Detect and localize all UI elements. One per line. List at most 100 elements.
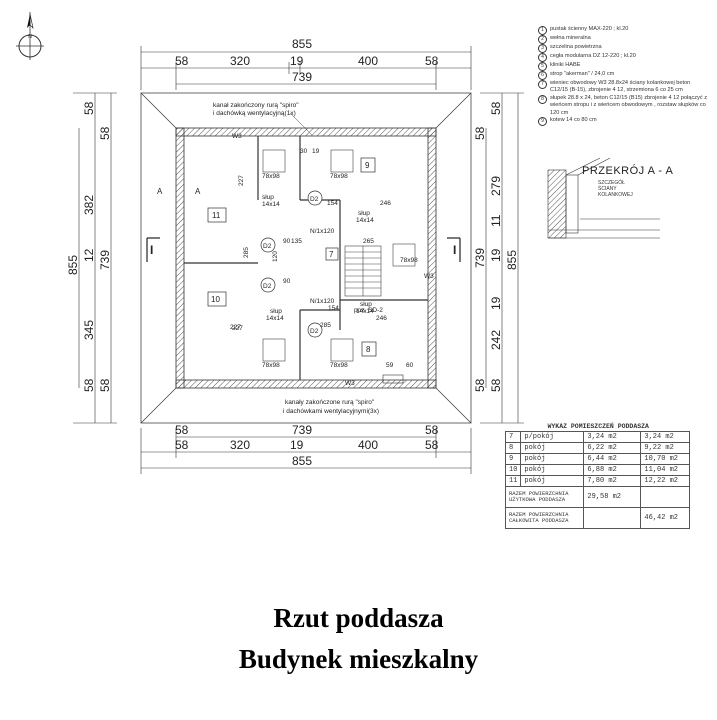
svg-text:227: 227	[232, 325, 243, 332]
svg-text:285: 285	[243, 247, 250, 258]
room-number-markers	[207, 157, 377, 357]
svg-text:19: 19	[290, 438, 304, 452]
top-dimension-lines	[140, 46, 472, 90]
section-mark: I	[150, 243, 153, 257]
roof-window-size: 78x98	[400, 257, 418, 264]
sum-usable-value: 29,58 m2	[583, 486, 642, 508]
room-number: 11	[212, 211, 221, 220]
lintel-label: N/1x120	[310, 228, 335, 235]
vent-label: i dachówkami wentylacyjnymi(3x)	[283, 408, 379, 415]
svg-text:246: 246	[380, 200, 391, 207]
dim-bottom-inner: 739	[292, 423, 312, 437]
svg-text:12: 12	[82, 248, 96, 262]
section-mark: I	[453, 243, 456, 257]
column-size: 14x14	[356, 308, 374, 315]
svg-text:382: 382	[82, 195, 96, 215]
wall-mark: W3	[424, 273, 434, 280]
svg-text:90: 90	[283, 238, 291, 245]
lintel-label: N/1x120	[310, 298, 335, 305]
wall-mark: W3	[232, 133, 242, 140]
staircase	[344, 245, 382, 297]
sum-total-value: 46,42 m2	[640, 507, 691, 529]
door-label: D2	[310, 196, 319, 203]
svg-text:58: 58	[425, 438, 439, 452]
column-label: słup	[270, 308, 282, 315]
door-markers	[260, 190, 323, 338]
compass-north-arrow: N	[16, 12, 44, 60]
svg-text:242: 242	[489, 330, 503, 350]
drawing-title: Rzut poddasza	[273, 603, 444, 633]
svg-text:400: 400	[358, 54, 378, 68]
door-label: D2	[263, 283, 272, 290]
svg-text:58: 58	[489, 378, 503, 392]
svg-text:154: 154	[328, 305, 339, 312]
svg-text:60: 60	[406, 362, 414, 369]
door-label: D2	[263, 243, 272, 250]
bottom-dimension-lines	[140, 428, 472, 474]
room-number: 7	[329, 250, 334, 259]
dim-bottom-total: 855	[292, 454, 312, 468]
svg-text:320: 320	[230, 438, 250, 452]
roof-window-labels: 78x98 78x98 78x98 78x98 78x98	[262, 173, 418, 369]
section-detail-drawing	[547, 157, 660, 239]
svg-text:58: 58	[175, 54, 189, 68]
svg-text:135: 135	[291, 238, 302, 245]
svg-text:19: 19	[489, 296, 503, 310]
svg-text:19: 19	[312, 148, 320, 155]
room-table-header: WYKAZ POMIESZCZEŃ PODDASZA	[547, 422, 649, 430]
svg-text:11: 11	[489, 214, 503, 227]
column-label: słup	[358, 210, 370, 217]
door-label: D2	[310, 328, 319, 335]
dim-right-inner: 739	[473, 248, 487, 268]
svg-text:90: 90	[283, 278, 291, 285]
section-markers	[146, 237, 461, 262]
svg-text:58: 58	[473, 126, 487, 140]
column-size: 14x14	[266, 315, 284, 322]
column-label: słup	[360, 301, 372, 308]
svg-text:246: 246	[376, 315, 387, 322]
svg-text:59: 59	[386, 362, 394, 369]
drawing-subtitle: Budynek mieszkalny	[238, 644, 479, 674]
roof-window-size: 78x98	[330, 362, 348, 369]
column-size: 14x14	[262, 201, 280, 208]
column-label: słup	[262, 194, 274, 201]
internal-walls	[184, 136, 428, 380]
svg-text:58: 58	[425, 54, 439, 68]
svg-text:58: 58	[175, 423, 189, 437]
svg-text:30: 30	[300, 148, 308, 155]
column-size: 14x14	[356, 217, 374, 224]
svg-text:345: 345	[82, 320, 96, 340]
knee-walls	[175, 127, 437, 389]
left-dimension-lines	[73, 92, 117, 424]
roof-windows	[262, 149, 416, 362]
dim-left-total: 855	[66, 255, 80, 275]
section-letter: A	[157, 187, 163, 196]
stair-note: poz. SD-2	[354, 307, 383, 314]
svg-text:58: 58	[489, 101, 503, 115]
roof-outline	[140, 92, 472, 424]
room-number: 9	[365, 161, 370, 170]
svg-text:19: 19	[290, 54, 304, 68]
roof-window-size: 78x98	[262, 362, 280, 369]
svg-text:58: 58	[98, 126, 112, 140]
vent-label: kanały zakończone rurą "spiro"	[285, 399, 375, 406]
svg-text:58: 58	[425, 423, 439, 437]
svg-text:154: 154	[327, 200, 338, 207]
svg-text:19: 19	[489, 248, 503, 262]
svg-text:58: 58	[473, 378, 487, 392]
